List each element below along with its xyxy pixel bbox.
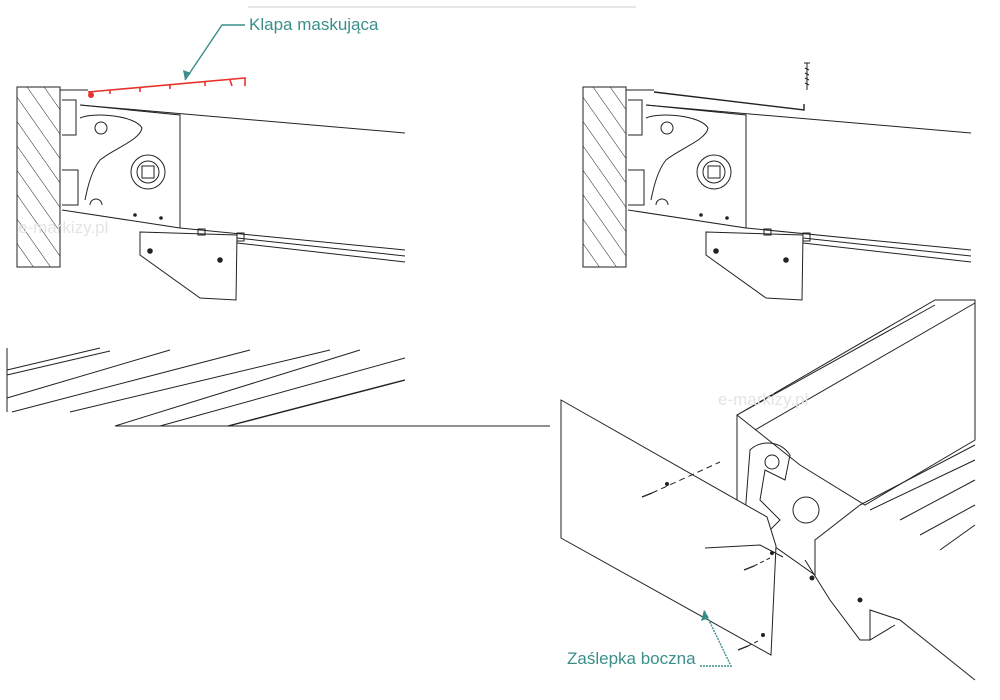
screw-icon <box>743 551 774 571</box>
screw-icon <box>737 633 765 651</box>
arrow-icon <box>183 70 191 80</box>
flap-hinge <box>88 92 94 98</box>
flap-leader-line <box>184 24 245 81</box>
watermark: e-markizy.pl <box>718 390 809 409</box>
screw-icon <box>804 62 810 90</box>
label-side-cap: Zaślepka boczna <box>567 649 696 668</box>
side-cap-panel <box>560 399 777 656</box>
isometric-side-cap-view <box>560 299 976 681</box>
masking-flap-highlight <box>87 77 246 94</box>
fabric-lines <box>6 347 550 427</box>
cap-leader-line <box>700 609 733 667</box>
arrow-icon <box>701 610 709 621</box>
label-masking-flap: Klapa maskująca <box>249 15 379 34</box>
section-view-flap-mounted <box>582 62 972 301</box>
section-view-with-flap <box>16 24 406 301</box>
screw-icon <box>641 461 721 498</box>
watermark: e-markizy.pl <box>18 218 109 237</box>
